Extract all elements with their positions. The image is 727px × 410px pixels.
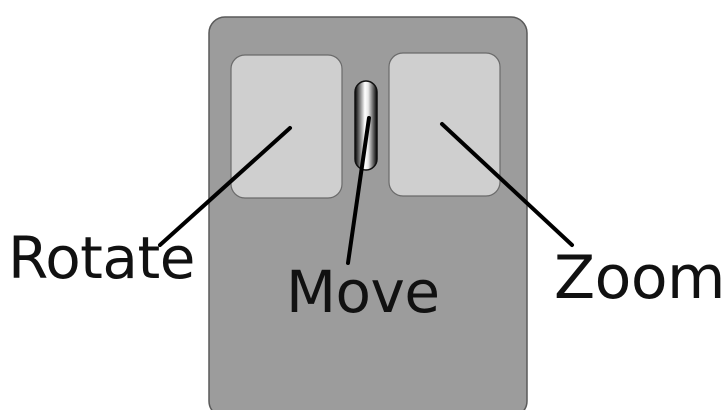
left-mouse-button (230, 54, 343, 199)
rotate-leader-line (158, 126, 292, 247)
zoom-leader-line (440, 122, 574, 247)
zoom-label: Zoom (554, 243, 725, 313)
rotate-label: Rotate (8, 224, 195, 292)
move-leader-line (346, 116, 371, 265)
move-label: Move (286, 258, 440, 326)
